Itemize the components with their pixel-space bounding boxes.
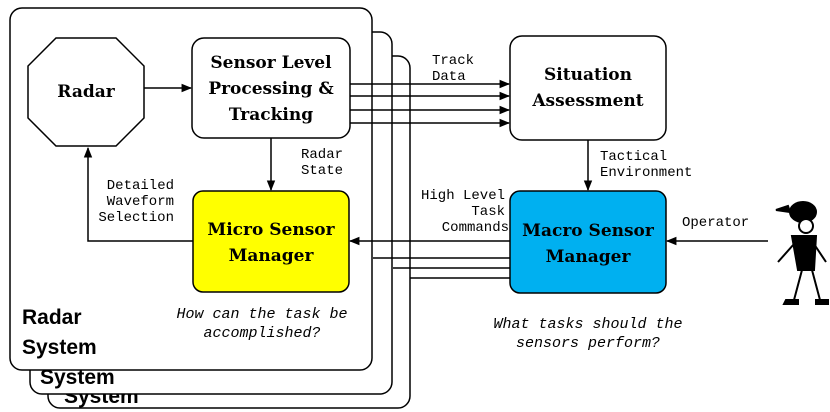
- situation-assessment-line-1: Situation: [544, 65, 632, 85]
- sensor-processing-line-3: Tracking: [229, 105, 313, 125]
- sensor-processing-line-2: Processing &: [208, 79, 334, 99]
- micro-manager-line-2: Manager: [229, 246, 315, 266]
- micro-manager-line-1: Micro Sensor: [207, 220, 335, 240]
- task-commands-label-3: Commands: [442, 220, 509, 236]
- situation-assessment-block: Situation Assessment: [509, 35, 667, 141]
- radar-state-label-1: Radar: [301, 147, 343, 163]
- micro-sensor-manager-block: Micro Sensor Manager: [192, 190, 350, 293]
- radar-block: Radar: [27, 37, 145, 147]
- macro-manager-line-1: Macro Sensor: [522, 221, 655, 241]
- macro-question-line-2: sensors perform?: [516, 335, 660, 352]
- waveform-label-2: Waveform: [107, 194, 174, 210]
- question-captions: How can the task be accomplished? What t…: [176, 306, 682, 352]
- micro-question-line-2: accomplished?: [203, 325, 320, 342]
- radar-system-label-1: Radar: [22, 306, 82, 329]
- radar-system-label-2: System: [22, 336, 97, 359]
- operator-label: Operator: [682, 215, 749, 231]
- macro-question-line-1: What tasks should the: [493, 316, 682, 333]
- waveform-selection-arrow: [83, 146, 193, 242]
- radar-state-label-2: State: [301, 163, 343, 179]
- connector-labels: Track Data Radar State Tactical Environm…: [98, 53, 749, 236]
- connector-arrows: [83, 79, 768, 279]
- task-commands-label-1: High Level: [421, 188, 505, 204]
- sensor-processing-block: Sensor Level Processing & Tracking: [191, 37, 351, 139]
- track-data-label-1: Track: [432, 53, 474, 69]
- micro-question-line-1: How can the task be: [176, 306, 347, 323]
- system-label-middle: System: [40, 366, 115, 389]
- macro-manager-line-2: Manager: [546, 247, 632, 267]
- tactical-environment-label-1: Tactical: [600, 149, 667, 165]
- situation-assessment-line-2: Assessment: [531, 91, 643, 111]
- waveform-label-3: Selection: [98, 210, 174, 226]
- radar-label: Radar: [57, 82, 115, 102]
- waveform-label-1: Detailed: [107, 178, 174, 194]
- operator-figure-icon: [775, 201, 829, 305]
- macro-sensor-manager-block: Macro Sensor Manager: [509, 190, 667, 294]
- track-data-label-2: Data: [432, 69, 466, 85]
- tactical-environment-label-2: Environment: [600, 165, 692, 181]
- sensor-processing-line-1: Sensor Level: [210, 53, 332, 73]
- task-commands-label-2: Task: [471, 204, 505, 220]
